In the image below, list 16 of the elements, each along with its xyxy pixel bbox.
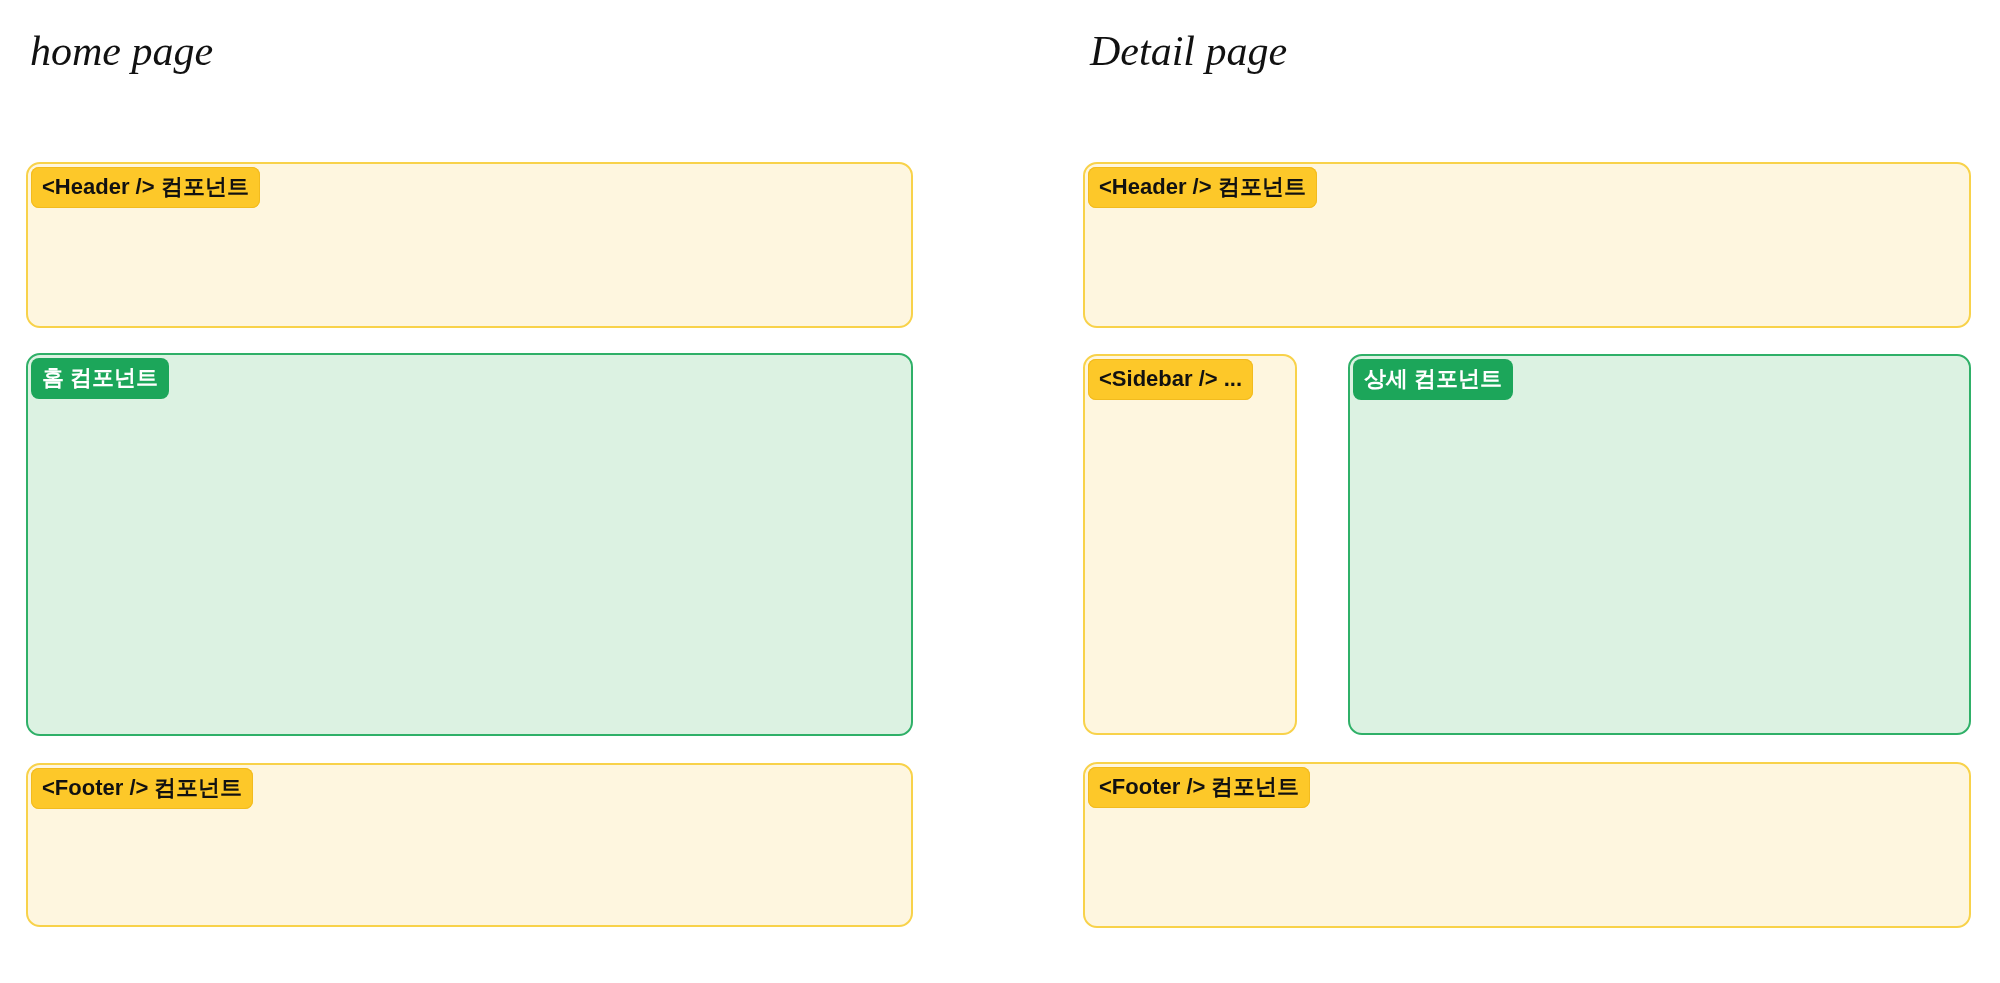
page-title: home page <box>30 28 214 75</box>
component-tag: <Footer /> 컴포넌트 <box>1088 767 1311 808</box>
component-panel <box>26 763 913 927</box>
page-title: Detail page <box>1090 28 1288 75</box>
component-tag: <Header /> 컴포넌트 <box>1088 167 1317 208</box>
component-tag: 상세 컴포넌트 <box>1353 359 1514 400</box>
component-panel <box>26 353 913 736</box>
component-panel <box>26 162 913 328</box>
component-tag: <Footer /> 컴포넌트 <box>31 768 254 809</box>
component-panel <box>1083 762 1971 928</box>
component-panel <box>1348 354 1971 735</box>
component-panel <box>1083 354 1297 735</box>
component-tag: <Sidebar /> ... <box>1088 359 1254 400</box>
component-tag: 홈 컴포넌트 <box>31 358 170 399</box>
component-tag: <Header /> 컴포넌트 <box>31 167 260 208</box>
component-panel <box>1083 162 1971 328</box>
